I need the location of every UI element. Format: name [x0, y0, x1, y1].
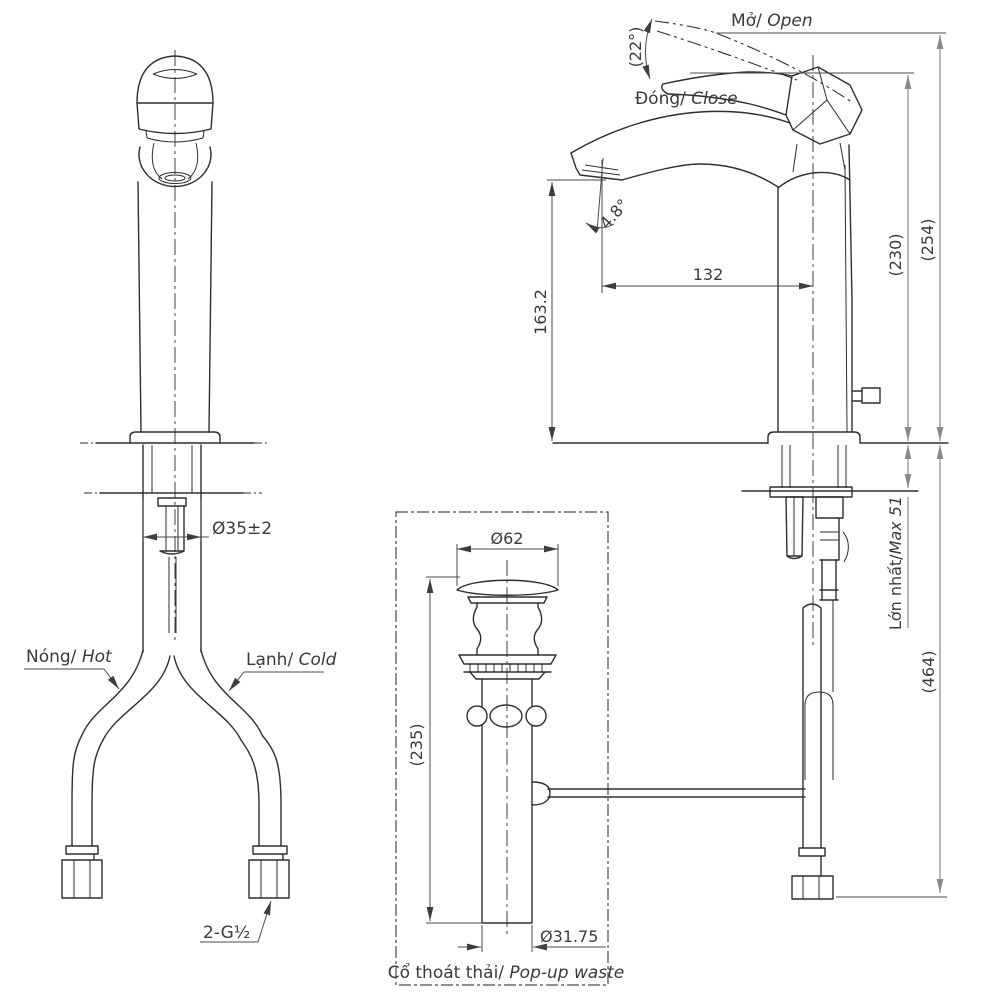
side-hose: [802, 603, 822, 849]
spout-angle-label: 4.8°: [596, 195, 633, 233]
handle-knob: [136, 55, 214, 104]
dim-waste-height: (235): [407, 576, 484, 924]
side-hose-connector: [791, 847, 834, 900]
dim-open-angle: (22°): [626, 18, 653, 80]
handle-open-position: [654, 20, 854, 104]
mounting-nut: [157, 497, 187, 555]
dim-shank-diameter: Ø35±2: [142, 500, 272, 542]
dim-max-counter: Lớn nhất/Max 51: [886, 445, 912, 630]
cold-hose-connector: [248, 845, 290, 899]
ball-coupling: [466, 704, 547, 728]
hot-hose-connector: [61, 845, 103, 899]
faucet-body-front: [137, 181, 213, 433]
cold-hose: [200, 649, 282, 847]
lever-pivot-ball: [531, 781, 551, 806]
waste-height-label: (235): [407, 723, 426, 766]
height-closed-label: (230): [886, 233, 905, 276]
close-label: Đóng/ Close: [635, 89, 738, 109]
horizontal-lever-rod: [547, 788, 806, 798]
waste-body: [472, 602, 543, 656]
dim-spout-reach: 132: [602, 265, 813, 290]
dim-tailpiece-diameter: Ø31.75: [458, 925, 606, 952]
dim-height-below: (464): [836, 445, 947, 898]
waste-flange-thread: [458, 654, 557, 680]
deck-flange-side: [767, 431, 861, 444]
front-view: Ø35±2 Nóng/ Hot Lạnh/ Cold 2-G½: [24, 50, 337, 943]
open-angle-label: (22°): [626, 27, 645, 68]
dim-cap-diameter: Ø62: [456, 529, 559, 586]
height-below-label: (464): [919, 650, 938, 693]
popup-waste-section: Ø62 (235) Ø31.75 Cổ thoát thải/ Pop-up w…: [388, 511, 806, 986]
max-counter-label: Lớn nhất/Max 51: [886, 496, 905, 630]
open-label: Mở/ Open: [731, 11, 813, 31]
cold-leader: Lạnh/ Cold: [228, 650, 337, 692]
deck-flange-front: [129, 431, 221, 444]
popup-waste-caption: Cổ thoát thải/ Pop-up waste: [388, 962, 625, 983]
dim-height-closed: (230): [886, 75, 912, 441]
waste-upper-tail: [481, 678, 533, 707]
hot-label: Nóng/ Hot: [26, 647, 113, 667]
popup-waste-box: [395, 511, 609, 986]
dim-spout-height: 163.2: [531, 179, 606, 441]
popup-rod-knob: [851, 387, 881, 404]
waste-tailpipe: [481, 725, 533, 924]
spout-side: [570, 110, 791, 188]
below-deck-side: [741, 445, 919, 900]
supply-shank: [142, 444, 202, 653]
thread-label: 2-G½: [203, 923, 250, 943]
cap-diameter-label: Ø62: [491, 529, 524, 548]
dim-height-open: (254): [918, 35, 944, 441]
hot-hose: [71, 649, 144, 847]
hot-leader: Nóng/ Hot: [24, 647, 120, 690]
spout-ball: [138, 146, 212, 188]
waste-cap: [456, 579, 559, 604]
height-open-label: (254): [918, 218, 937, 261]
tailpiece-diameter-label: Ø31.75: [540, 927, 598, 946]
side-view: (22°) Mở/ Open Đóng/ Close 4.8° 132 163.…: [531, 11, 949, 900]
cold-label: Lạnh/ Cold: [246, 650, 337, 670]
spout-reach-label: 132: [693, 265, 724, 284]
shank-diameter-label: Ø35±2: [212, 519, 272, 539]
thread-leader: 2-G½: [200, 900, 272, 943]
aerator: [158, 172, 192, 184]
spout-height-label: 163.2: [531, 289, 550, 335]
lift-rod: [804, 600, 834, 780]
